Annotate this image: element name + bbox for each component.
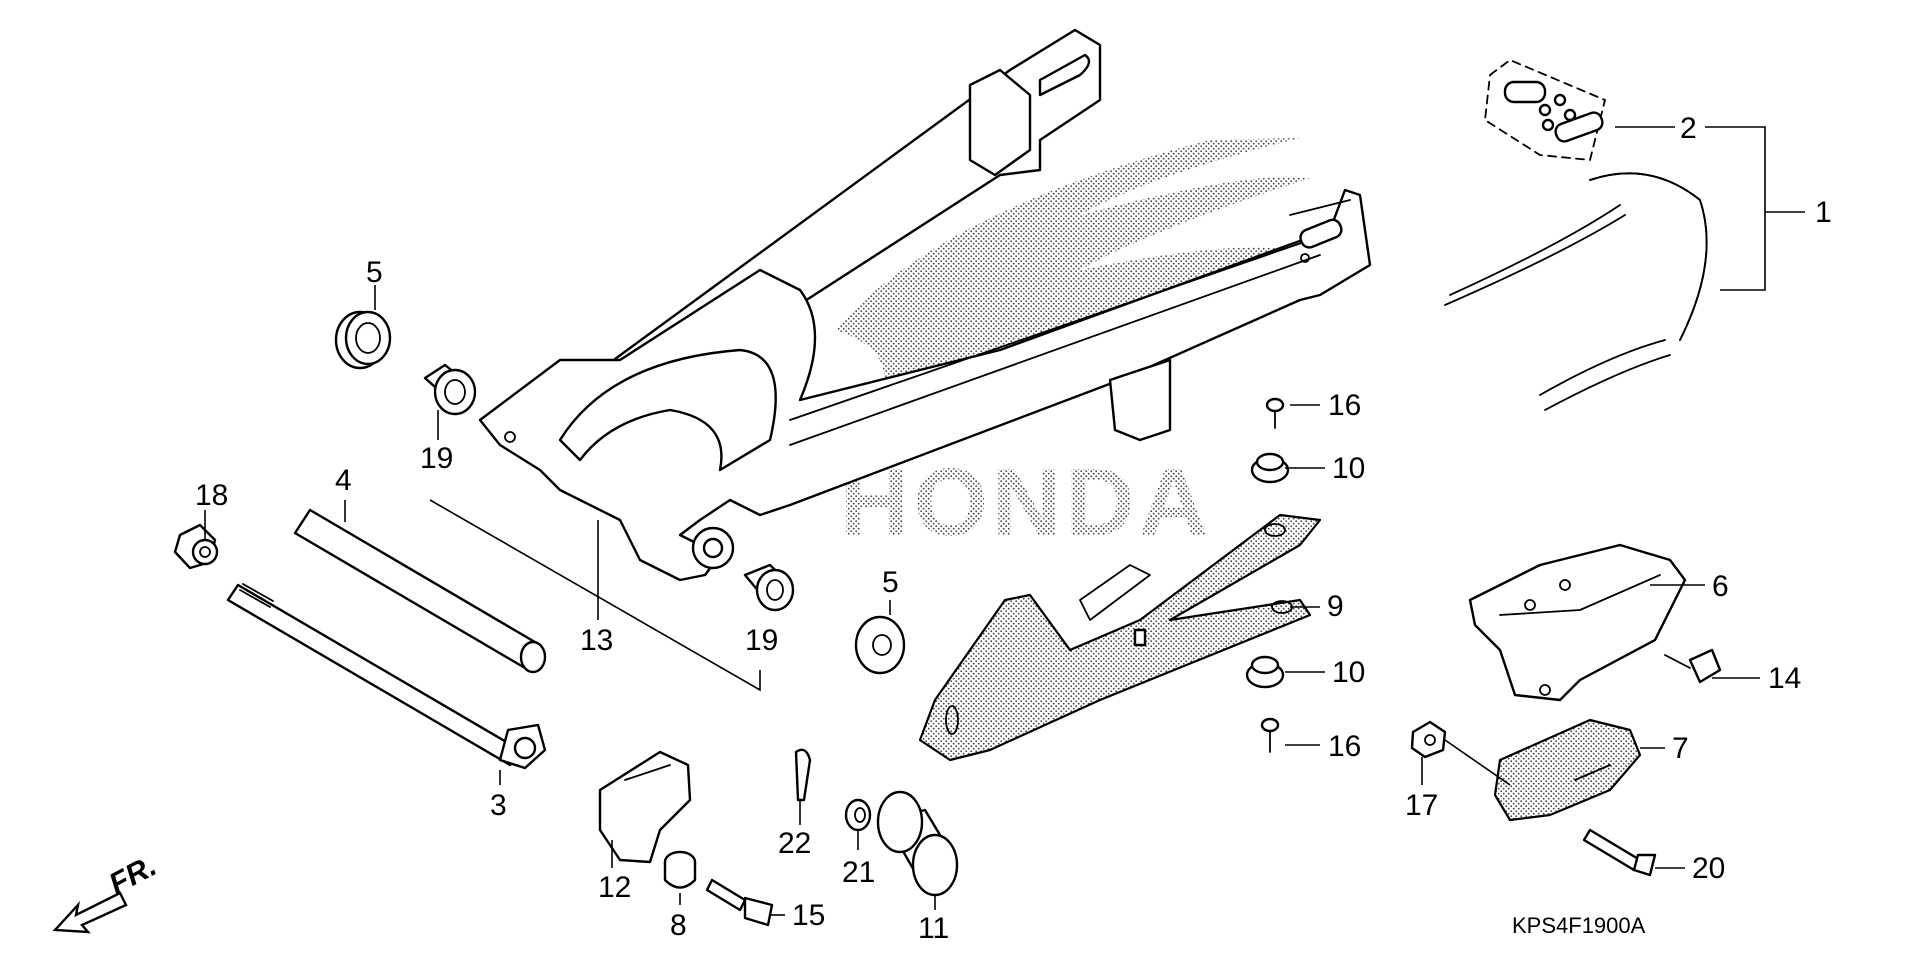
rubber-lower: [1245, 655, 1285, 689]
honda-logo-text: HONDA: [840, 449, 1212, 556]
diagram-code: KPS4F1900A: [1512, 913, 1646, 938]
chain-slider: [918, 513, 1322, 762]
callout-2: 2: [1680, 112, 1697, 145]
callout-13: 13: [580, 624, 613, 657]
guide-bolt: [1664, 648, 1722, 684]
callout-14: 14: [1768, 662, 1801, 695]
screw-upper: [1265, 397, 1285, 429]
callout-21: 21: [842, 856, 875, 889]
leader-lines: [204, 126, 1805, 916]
roller-bracket: [598, 750, 692, 864]
callout-1: 1: [1815, 196, 1832, 229]
drive-chain: [1444, 172, 1708, 411]
callout-10-lower: 10: [1332, 656, 1365, 689]
pivot-bolt: [226, 583, 547, 770]
callout-6: 6: [1712, 570, 1729, 603]
chain-joint: [1484, 59, 1606, 161]
chain-roller: [876, 790, 959, 897]
bearing-lower: [854, 615, 906, 675]
callout-7: 7: [1672, 732, 1689, 765]
rubber-upper: [1250, 452, 1290, 484]
callout-5-upper: 5: [366, 256, 383, 289]
callout-5-lower: 5: [882, 566, 899, 599]
front-label: FR.: [104, 849, 162, 901]
callout-9: 9: [1327, 590, 1344, 623]
bracket-collar: [663, 850, 697, 889]
cotter-pin: [794, 748, 812, 802]
screw-lower: [1260, 717, 1280, 753]
bracket-bolt: [705, 878, 774, 927]
collar-upper: [423, 363, 477, 416]
callout-8: 8: [670, 909, 687, 942]
slipper-nut: [1410, 720, 1447, 759]
collar-lower: [743, 563, 795, 612]
callout-22: 22: [778, 827, 811, 860]
callout-3: 3: [490, 789, 507, 822]
callout-12: 12: [598, 871, 631, 904]
slipper-bolt: [1582, 828, 1657, 877]
pivot-nut: [173, 523, 219, 570]
bearing-upper: [334, 310, 392, 370]
front-arrow-icon: [52, 891, 128, 934]
callout-10-upper: 10: [1332, 452, 1365, 485]
chain-guide: [1468, 543, 1687, 702]
callout-16-upper: 16: [1328, 389, 1361, 422]
callout-19-lower: 19: [745, 624, 778, 657]
callouts: 1 2 3 4 5 5 6 7 8 9 10 10 11 12 13 14 15…: [195, 112, 1832, 945]
chain-slipper: [1493, 718, 1642, 822]
roller-washer: [844, 798, 872, 832]
callout-16-lower: 16: [1328, 730, 1361, 763]
callout-11: 11: [918, 912, 949, 945]
pivot-collar: [293, 508, 547, 674]
callout-17: 17: [1405, 789, 1438, 822]
callout-19-upper: 19: [420, 442, 453, 475]
callout-18: 18: [195, 479, 228, 512]
callout-4: 4: [335, 464, 352, 497]
callout-15: 15: [792, 899, 825, 932]
swingarm: [478, 28, 1372, 582]
callout-20: 20: [1692, 852, 1725, 885]
